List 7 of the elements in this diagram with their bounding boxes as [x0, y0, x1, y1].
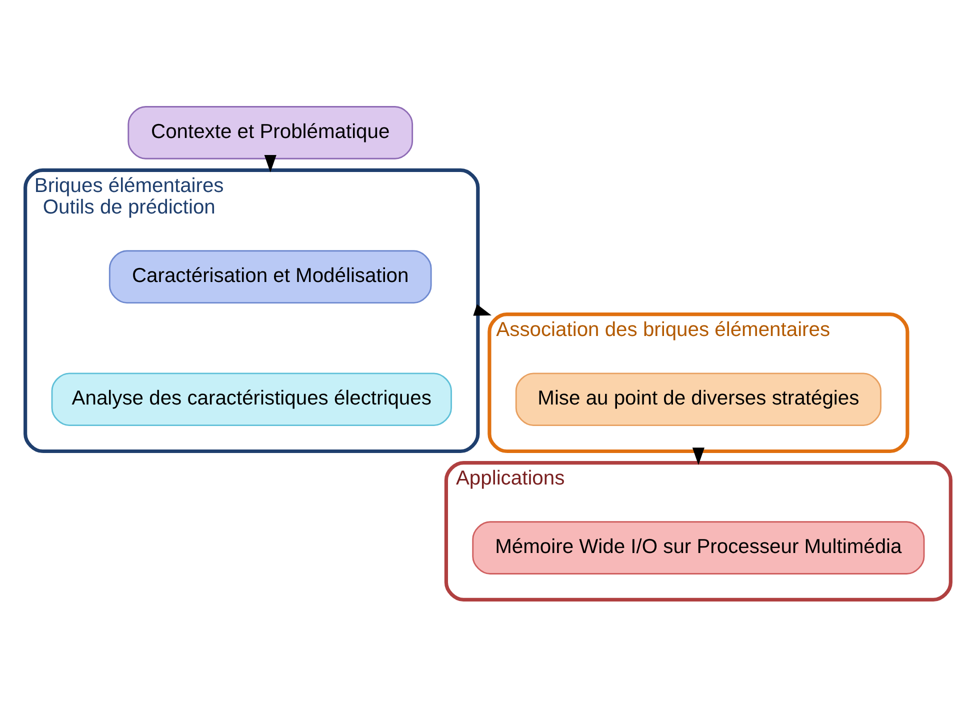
arrow [473, 304, 492, 316]
arrow [264, 155, 276, 172]
node-box: Analyse des caractéristiques électriques [51, 372, 452, 426]
node-box: Caractérisation et Modélisation [108, 250, 432, 304]
node-box: Mémoire Wide I/O sur Processeur Multimédia [472, 521, 925, 574]
arrow [692, 448, 704, 465]
node-box: Mise au point de diverses stratégies [515, 372, 882, 426]
